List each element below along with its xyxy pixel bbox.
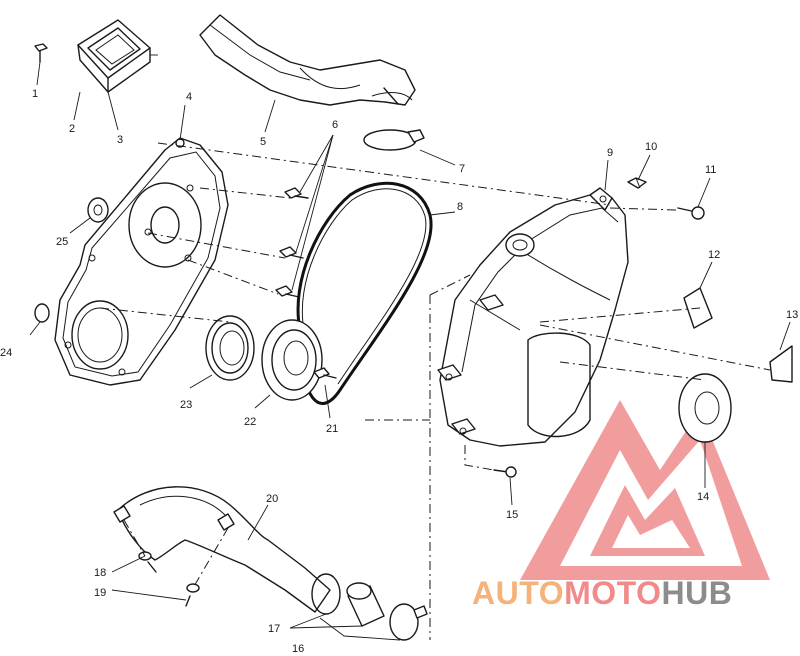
part-4-inner-cover xyxy=(54,137,229,386)
watermark-logo-icon xyxy=(520,400,770,580)
part-15-screw xyxy=(493,466,517,478)
part-2-3-duct-seal xyxy=(77,19,151,93)
callout-20: 20 xyxy=(266,493,278,505)
callout-18: 18 xyxy=(94,567,106,579)
callout-2: 2 xyxy=(69,123,75,135)
part-24-plug xyxy=(34,303,50,323)
part-18-19-hardware xyxy=(138,551,200,607)
callout-1: 1 xyxy=(32,88,38,100)
part-6-bolts xyxy=(275,187,309,298)
brand-auto: AUTO xyxy=(472,575,564,611)
callout-3: 3 xyxy=(117,134,123,146)
part-10-clip xyxy=(627,177,647,189)
svg-text:AUTOMOTOHUB: AUTOMOTOHUB xyxy=(472,575,732,611)
brand-hub: HUB xyxy=(661,575,732,611)
callout-16: 16 xyxy=(292,643,304,655)
part-21-screw xyxy=(313,367,337,379)
part-22-bearing-plate xyxy=(261,319,323,401)
callout-11: 11 xyxy=(705,164,716,176)
leader-lines xyxy=(29,54,791,641)
alignment-lines xyxy=(99,142,771,640)
callout-5: 5 xyxy=(260,136,266,148)
part-14-disc xyxy=(678,373,732,443)
callout-22: 22 xyxy=(244,416,256,428)
callout-13: 13 xyxy=(786,309,798,321)
callout-15: 15 xyxy=(506,509,518,521)
part-9-outer-cover xyxy=(437,187,629,447)
watermark-brand-text: AUTOMOTOHUB xyxy=(472,575,732,611)
callout-12: 12 xyxy=(708,249,720,261)
part-25-grommet xyxy=(87,197,109,223)
callout-23: 23 xyxy=(180,399,192,411)
callout-17: 17 xyxy=(268,623,280,635)
part-23-seal xyxy=(205,315,255,381)
callout-10: 10 xyxy=(645,141,657,153)
brand-moto: MOTO xyxy=(564,575,661,611)
callout-8: 8 xyxy=(457,201,463,213)
part-5-intake-duct xyxy=(199,14,416,106)
callout-25: 25 xyxy=(56,236,68,248)
callout-21: 21 xyxy=(326,423,338,435)
callout-19: 19 xyxy=(94,587,106,599)
callout-4: 4 xyxy=(186,91,192,103)
callout-14: 14 xyxy=(697,491,709,503)
part-16-coupler xyxy=(346,582,385,627)
callout-6: 6 xyxy=(332,119,338,131)
part-11-screw xyxy=(677,206,705,220)
part-13-decal xyxy=(769,345,793,383)
callout-7: 7 xyxy=(459,163,465,175)
callout-24: 24 xyxy=(0,347,12,359)
part-20-outlet-duct xyxy=(113,486,331,613)
part-1-bolt xyxy=(34,43,48,63)
callout-9: 9 xyxy=(607,147,613,159)
part-8-drive-belt xyxy=(296,181,433,405)
part-7-hose-clamp xyxy=(363,129,425,151)
callout-labels: 1 2 3 4 5 6 7 8 9 10 11 12 13 14 15 16 1… xyxy=(0,88,798,655)
